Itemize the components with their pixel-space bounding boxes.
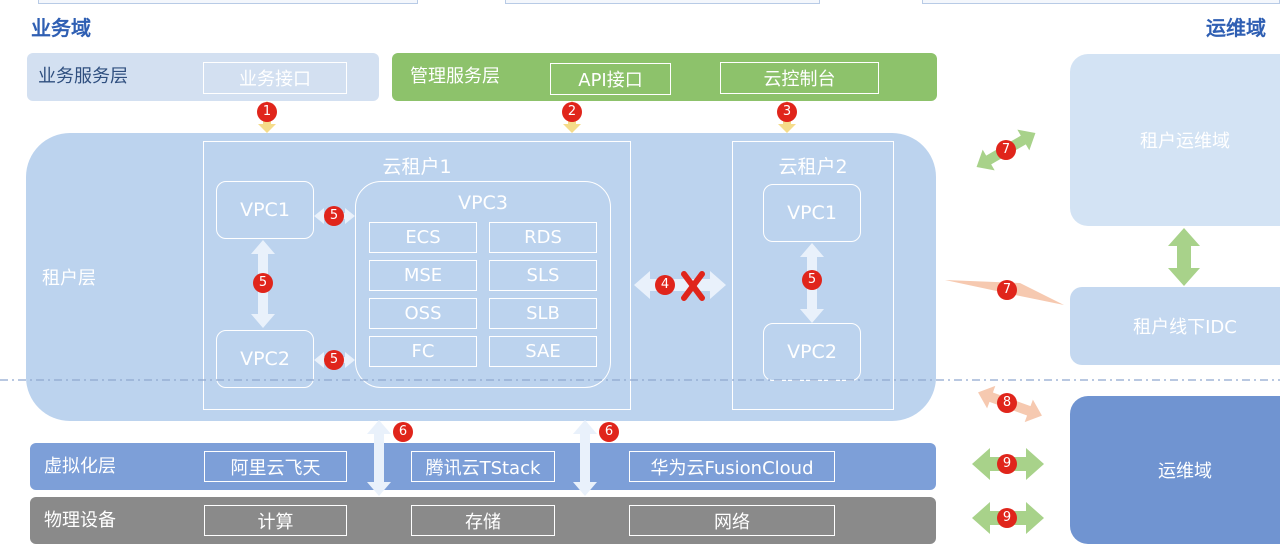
- tenant2-vpc1: VPC1: [763, 184, 861, 242]
- physical-compute: 计算: [204, 505, 347, 536]
- service-sae: SAE: [489, 336, 597, 367]
- virtualization-label: 虚拟化层: [44, 456, 116, 477]
- cross-icon: [681, 271, 705, 301]
- top-strip-middle: [505, 0, 820, 4]
- badge-8: 8: [997, 393, 1017, 413]
- badge-6-right: 6: [599, 422, 619, 442]
- physical-network: 网络: [629, 505, 835, 536]
- badge-9-upper: 9: [997, 454, 1017, 474]
- badge-5-tenant2: 5: [802, 270, 822, 290]
- tenant-layer-label: 租户层: [42, 268, 96, 289]
- top-strip-left: [38, 0, 418, 4]
- service-mse: MSE: [369, 260, 477, 291]
- arrow-opsdomain-idc: [1168, 228, 1200, 286]
- tenant-ops-domain: 租户运维域: [1070, 54, 1280, 226]
- badge-5-vpc1-vpc2: 5: [253, 273, 273, 293]
- tenant-idc: 租户线下IDC: [1070, 287, 1280, 365]
- tenant1-vpc2: VPC2: [216, 330, 314, 388]
- tenant2-box: [732, 141, 894, 410]
- mgmt-service-label: 管理服务层: [410, 66, 500, 87]
- badge-6-left: 6: [393, 422, 413, 442]
- badge-9-lower: 9: [997, 508, 1017, 528]
- arrow-6-right: [573, 420, 597, 496]
- service-fc: FC: [369, 336, 477, 367]
- ops-domain-label: 运维域: [1206, 16, 1266, 40]
- badge-4: 4: [655, 275, 675, 295]
- physical-storage: 存储: [411, 505, 555, 536]
- tenant1-vpc1: VPC1: [216, 181, 314, 239]
- business-interface-box: 业务接口: [203, 62, 347, 94]
- badge-1: 1: [257, 102, 277, 122]
- vpc3-box: [355, 181, 611, 388]
- business-service-layer: 业务服务层 业务接口: [27, 53, 379, 101]
- ops-domain: 运维域: [1070, 396, 1280, 544]
- virt-huawei: 华为云FusionCloud: [629, 451, 835, 482]
- service-slb: SLB: [489, 298, 597, 329]
- service-sls: SLS: [489, 260, 597, 291]
- physical-layer: 物理设备 计算 存储 网络: [30, 497, 936, 544]
- physical-label: 物理设备: [44, 510, 116, 531]
- cloud-console-box: 云控制台: [720, 62, 879, 94]
- vpc3-title: VPC3: [458, 192, 508, 214]
- virtualization-layer: 虚拟化层 阿里云飞天 腾讯云TStack 华为云FusionCloud: [30, 443, 936, 490]
- business-service-label: 业务服务层: [38, 66, 128, 87]
- tenant1-box: [203, 141, 631, 410]
- virt-tencent: 腾讯云TStack: [411, 451, 555, 482]
- service-oss: OSS: [369, 298, 477, 329]
- arrow-tenant1-tenant2: [634, 271, 726, 299]
- badge-3: 3: [777, 102, 797, 122]
- tenant2-title: 云租户2: [778, 156, 848, 178]
- business-domain-label: 业务域: [31, 16, 91, 40]
- badge-5-vpc1-vpc3: 5: [324, 206, 344, 226]
- service-rds: RDS: [489, 222, 597, 253]
- mgmt-service-layer: 管理服务层 API接口 云控制台: [392, 53, 937, 101]
- badge-2: 2: [562, 102, 582, 122]
- api-interface-box: API接口: [550, 63, 671, 95]
- badge-5-vpc2-vpc3: 5: [324, 350, 344, 370]
- badge-7-upper: 7: [996, 140, 1016, 160]
- virt-aliyun: 阿里云飞天: [204, 451, 347, 482]
- badge-7-lower: 7: [997, 280, 1017, 300]
- service-ecs: ECS: [369, 222, 477, 253]
- tenant1-title: 云租户1: [382, 156, 452, 178]
- arrow-6-left: [367, 420, 391, 496]
